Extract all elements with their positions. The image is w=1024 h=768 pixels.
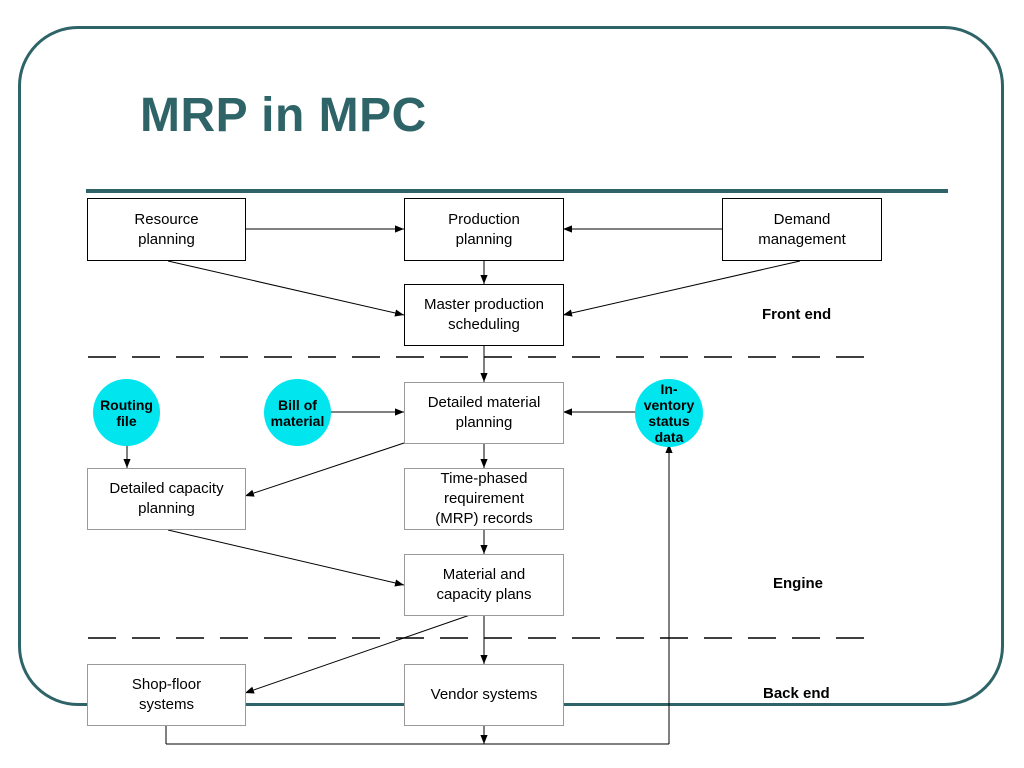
- zone-label-front-end: Front end: [762, 306, 832, 323]
- arrow-demand-to-mps: [562, 260, 801, 317]
- circle-routing-file: Routing file: [93, 379, 160, 446]
- title-underline: [86, 189, 948, 193]
- box-vendor-systems: Vendor systems: [404, 664, 564, 726]
- box-master-production-scheduling: Master production scheduling: [404, 284, 564, 346]
- circle-inventory-status-data: In- ventory status data: [635, 379, 703, 447]
- arrow-plans-to-shopfloor: [244, 614, 471, 694]
- box-time-phased-records: Time-phased requirement (MRP) records: [404, 468, 564, 530]
- box-detailed-capacity-planning: Detailed capacity planning: [87, 468, 246, 530]
- circle-bill-of-material: Bill of material: [264, 379, 331, 446]
- zone-label-engine: Engine: [773, 575, 824, 592]
- arrow-material-planning-to-capacity-planning: [244, 442, 405, 497]
- box-production-planning: Production planning: [404, 198, 564, 261]
- box-material-capacity-plans: Material and capacity plans: [404, 554, 564, 616]
- slide-title: MRP in MPC: [140, 89, 427, 142]
- arrow-resource-to-mps: [167, 260, 405, 317]
- box-detailed-material-planning: Detailed material planning: [404, 382, 564, 444]
- box-demand-management: Demand management: [722, 198, 882, 261]
- arrow-capacity-planning-to-plans: [167, 529, 405, 587]
- box-resource-planning: Resource planning: [87, 198, 246, 261]
- box-shop-floor-systems: Shop-floor systems: [87, 664, 246, 726]
- zone-label-back-end: Back end: [763, 685, 830, 702]
